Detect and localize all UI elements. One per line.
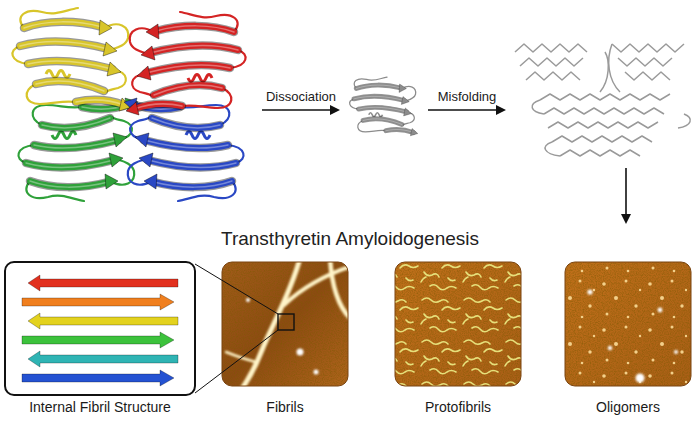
panel-caption: Protofibrils — [393, 399, 523, 416]
process-arrow — [428, 105, 506, 115]
afm-fibrils-image — [222, 258, 352, 392]
afm-panel: Fibrils — [220, 262, 350, 416]
step-label: Dissociation — [266, 89, 336, 105]
fibril-structure-inset — [5, 262, 195, 395]
process-arrow — [262, 105, 340, 115]
afm-panel: Oligomers — [563, 262, 693, 416]
panel-caption: Fibrils — [220, 399, 350, 416]
fibril-structure-panel: Internal Fibril Structure — [3, 262, 197, 416]
zoom-lines — [195, 264, 278, 393]
step-label: Misfolding — [438, 89, 497, 105]
ttr-tetramer — [12, 8, 245, 201]
panel-caption: Internal Fibril Structure — [3, 399, 197, 416]
diagram-title: Transthyretin Amyloidogenesis — [0, 227, 700, 250]
panel-caption: Oligomers — [563, 399, 693, 416]
afm-panel: Protofibrils — [393, 262, 523, 416]
ttr-monomer — [350, 77, 418, 136]
misfolded-monomer — [515, 44, 690, 156]
process-arrow — [621, 168, 631, 224]
afm-oligomers-image — [565, 262, 691, 386]
afm-protofibrils-image — [395, 262, 521, 386]
